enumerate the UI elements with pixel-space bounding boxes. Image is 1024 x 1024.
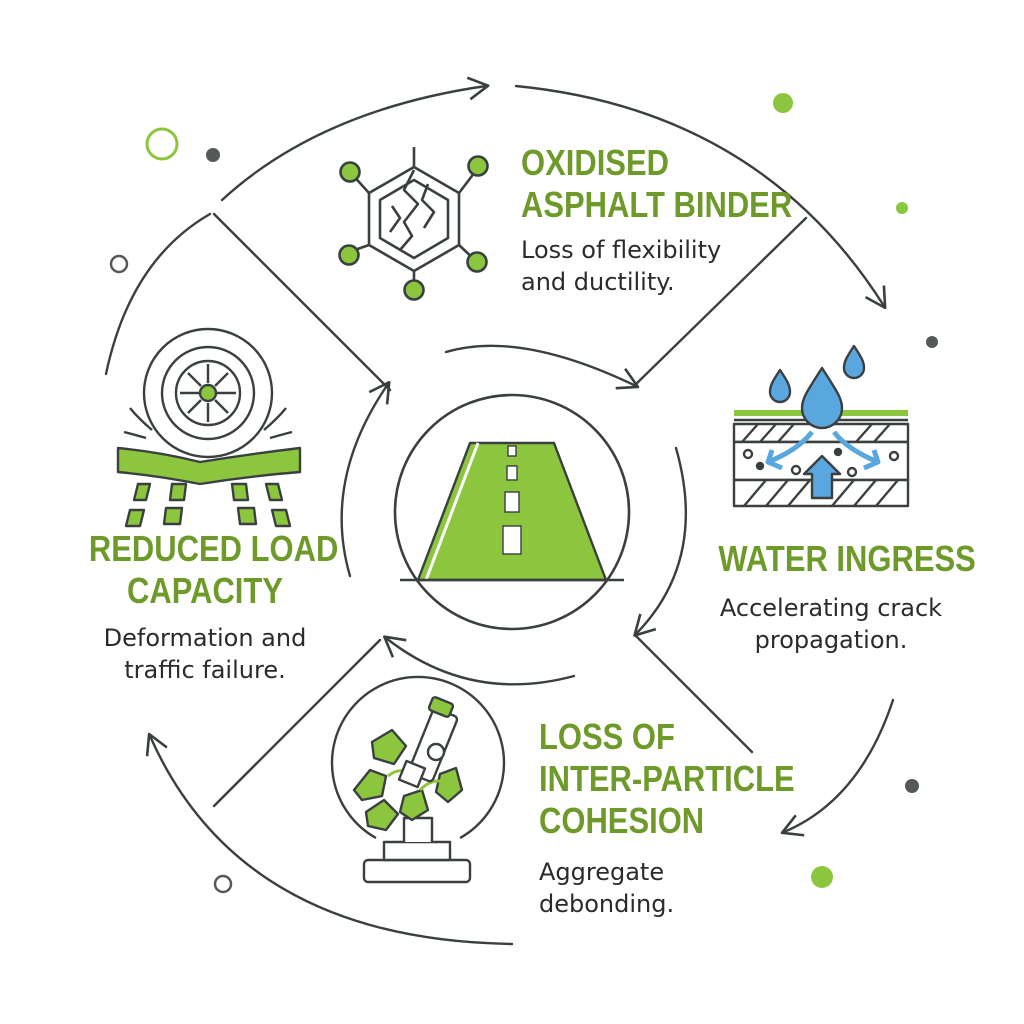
tire-deformation-icon: [116, 327, 302, 528]
inner-cycle: [340, 344, 687, 686]
step-3-title: LOSS OF INTER-PARTICLE COHESION: [539, 716, 795, 842]
water-ingress-icon: [732, 344, 910, 508]
step-3-title-line: INTER-PARTICLE: [539, 758, 795, 799]
inner-arrow-bottom: [382, 635, 576, 686]
step-1-title-line: ASPHALT BINDER: [521, 184, 793, 225]
step-3-description: Aggregate debonding.: [539, 856, 674, 920]
deco-dot: [905, 779, 919, 793]
deco-dot: [145, 127, 179, 161]
deco-dot: [109, 254, 129, 274]
step-1-desc-line: and ductility.: [521, 268, 675, 296]
step-4-title-line: REDUCED LOAD: [88, 528, 339, 569]
inner-arrow-left: [340, 380, 391, 578]
step-4-description: Deformation and traffic failure.: [70, 622, 340, 686]
deco-dot: [213, 874, 233, 894]
step-1-title: OXIDISED ASPHALT BINDER: [521, 142, 792, 226]
step-4-title: REDUCED LOAD CAPACITY: [88, 528, 339, 612]
step-3-title-line: LOSS OF: [539, 716, 675, 757]
binder-molecule-icon: [338, 147, 489, 301]
deco-dot: [926, 336, 938, 348]
deco-dot: [773, 93, 793, 113]
outer-cycle: [104, 76, 895, 946]
microscope-aggregate-icon: [330, 675, 506, 884]
step-2-title-line: WATER INGRESS: [718, 538, 976, 579]
step-1-desc-line: Loss of flexibility: [521, 236, 722, 264]
step-1-description: Loss of flexibility and ductility.: [521, 234, 721, 298]
step-3-title-line: COHESION: [539, 800, 705, 841]
step-2-desc-line: Accelerating crack: [719, 594, 943, 622]
road-icon: [393, 393, 631, 631]
step-2-desc-line: propagation.: [754, 626, 908, 654]
deco-dot: [811, 866, 833, 888]
step-1-title-line: OXIDISED: [521, 142, 669, 183]
step-4-title-line: CAPACITY: [127, 570, 283, 611]
connector-top-right: [632, 216, 808, 388]
connector-bottom-left: [212, 638, 382, 808]
step-3-desc-line: debonding.: [539, 890, 675, 918]
outer-arrow-top-right: [514, 84, 887, 310]
step-2-description: Accelerating crack propagation.: [700, 592, 962, 656]
outer-arrow-top: [220, 76, 490, 202]
inner-arrow-right: [633, 446, 687, 637]
deco-dot: [896, 202, 908, 214]
inner-arrow-top: [444, 344, 640, 390]
outer-arrow-bottom-right: [780, 698, 895, 837]
step-3-desc-line: Aggregate: [539, 858, 665, 886]
step-2-title: WATER INGRESS: [718, 538, 976, 580]
step-4-desc-line: Deformation and: [103, 624, 307, 652]
connector-left-top: [212, 212, 392, 392]
step-4-desc-line: traffic failure.: [124, 656, 286, 684]
deco-dot: [206, 148, 220, 162]
connector-right-bottom: [634, 634, 754, 754]
outer-arc-left: [104, 212, 212, 376]
connectors: [212, 212, 808, 808]
outer-arrow-bottom: [145, 732, 514, 946]
decorative-dots: [109, 93, 938, 894]
